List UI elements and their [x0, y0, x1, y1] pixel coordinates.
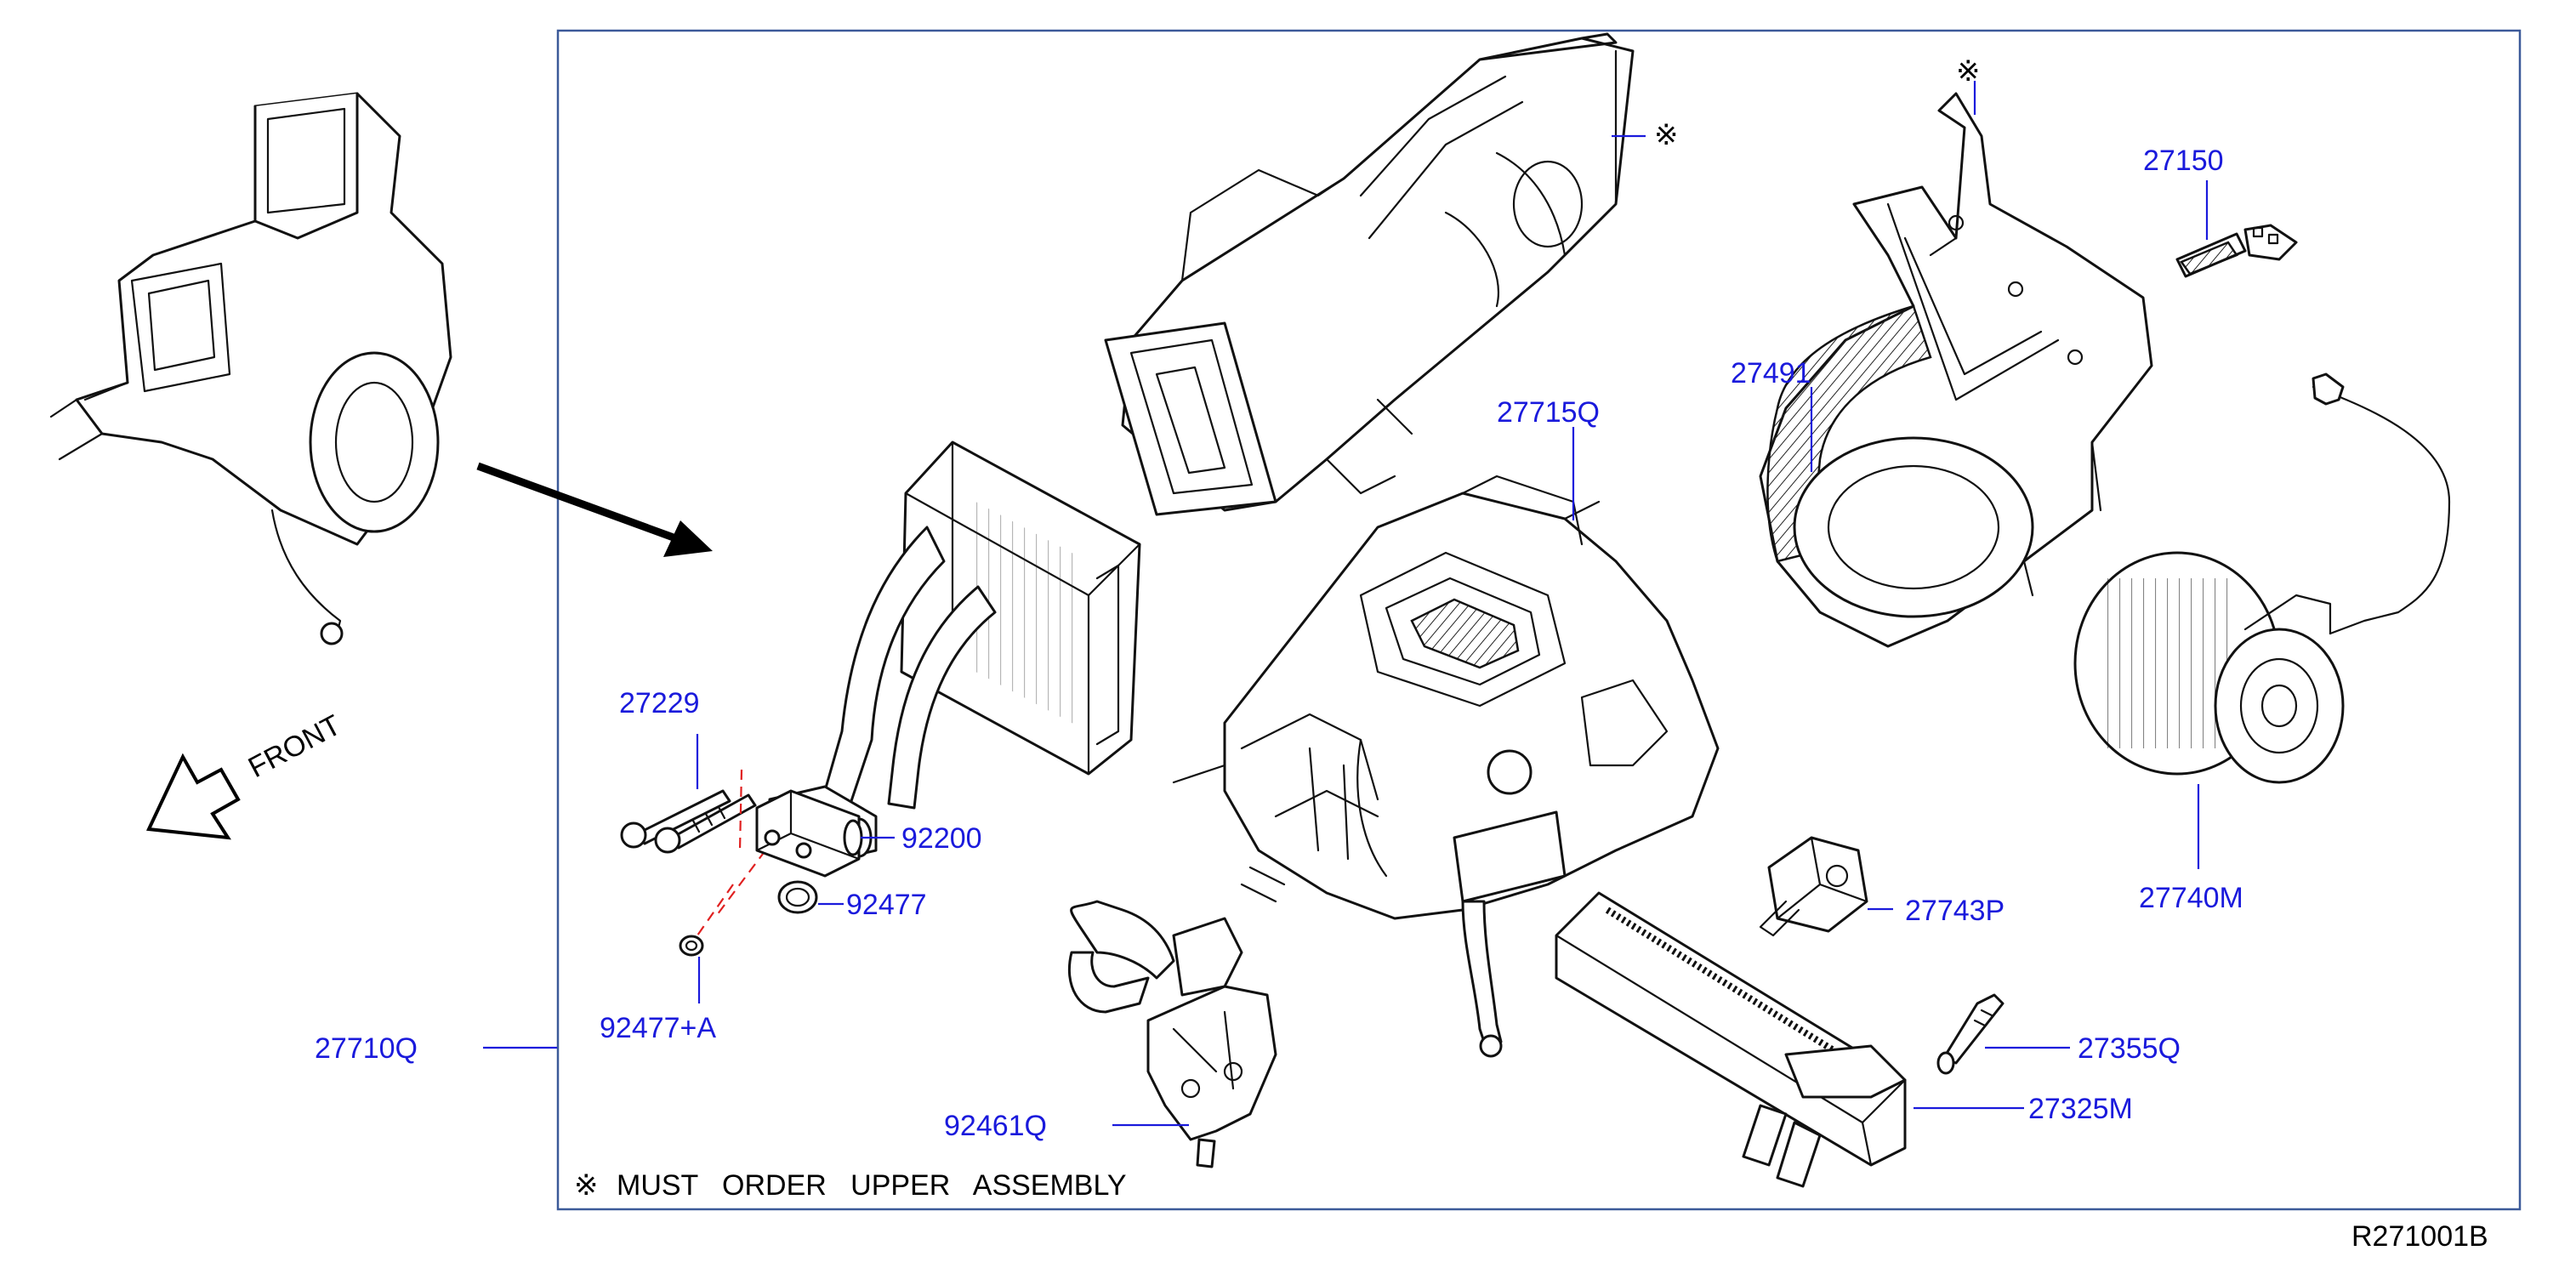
blower-motor	[2073, 372, 2451, 784]
front-indicator: FRONT	[145, 709, 346, 840]
label-27325m: 27325M	[2028, 1093, 2133, 1125]
heater-case	[1172, 475, 1720, 1058]
label-27355q: 27355Q	[2078, 1032, 2181, 1065]
label-92477a: 92477+A	[600, 1012, 716, 1044]
label-27715q: 27715Q	[1497, 396, 1600, 429]
front-label: FRONT	[243, 709, 346, 785]
o-ring-92477a	[679, 935, 704, 957]
temperature-sensor	[1936, 993, 2005, 1075]
label-27740m: 27740M	[2139, 882, 2243, 914]
label-27743p: 27743P	[1905, 895, 2005, 927]
blower-case	[1759, 92, 2153, 648]
label-27229: 27229	[619, 687, 700, 719]
label-27710q: 27710Q	[315, 1032, 418, 1065]
seal-guide-lines	[697, 769, 766, 936]
overall-heater-unit-view	[49, 92, 452, 645]
blower-case-asterisk: ※	[1956, 55, 1981, 88]
mode-actuator	[1759, 836, 1868, 937]
leader-lines	[483, 81, 2209, 1127]
blower-resistor	[2175, 224, 2298, 278]
expansion-valve	[755, 789, 863, 878]
label-27491: 27491	[1731, 357, 1811, 389]
evaporator	[768, 441, 1141, 865]
upper-intake-duct	[1104, 32, 1635, 516]
direction-arrow	[476, 462, 713, 557]
o-ring-92477	[777, 880, 818, 914]
label-92200: 92200	[901, 822, 982, 855]
upper-duct-asterisk: ※	[1654, 119, 1679, 151]
assembly-frame	[556, 29, 2522, 1211]
reference-code: R271001B	[2351, 1220, 2488, 1253]
label-92461q: 92461Q	[944, 1110, 1047, 1142]
footnote-text: MUST ORDER UPPER ASSEMBLY	[617, 1169, 1127, 1202]
footnote-symbol: ※	[574, 1169, 599, 1202]
mounting-bolts	[620, 789, 757, 854]
label-92477: 92477	[846, 889, 927, 921]
label-27150: 27150	[2143, 145, 2224, 177]
heater-pipe-assembly	[1067, 900, 1277, 1168]
heater-core	[1555, 891, 1907, 1188]
